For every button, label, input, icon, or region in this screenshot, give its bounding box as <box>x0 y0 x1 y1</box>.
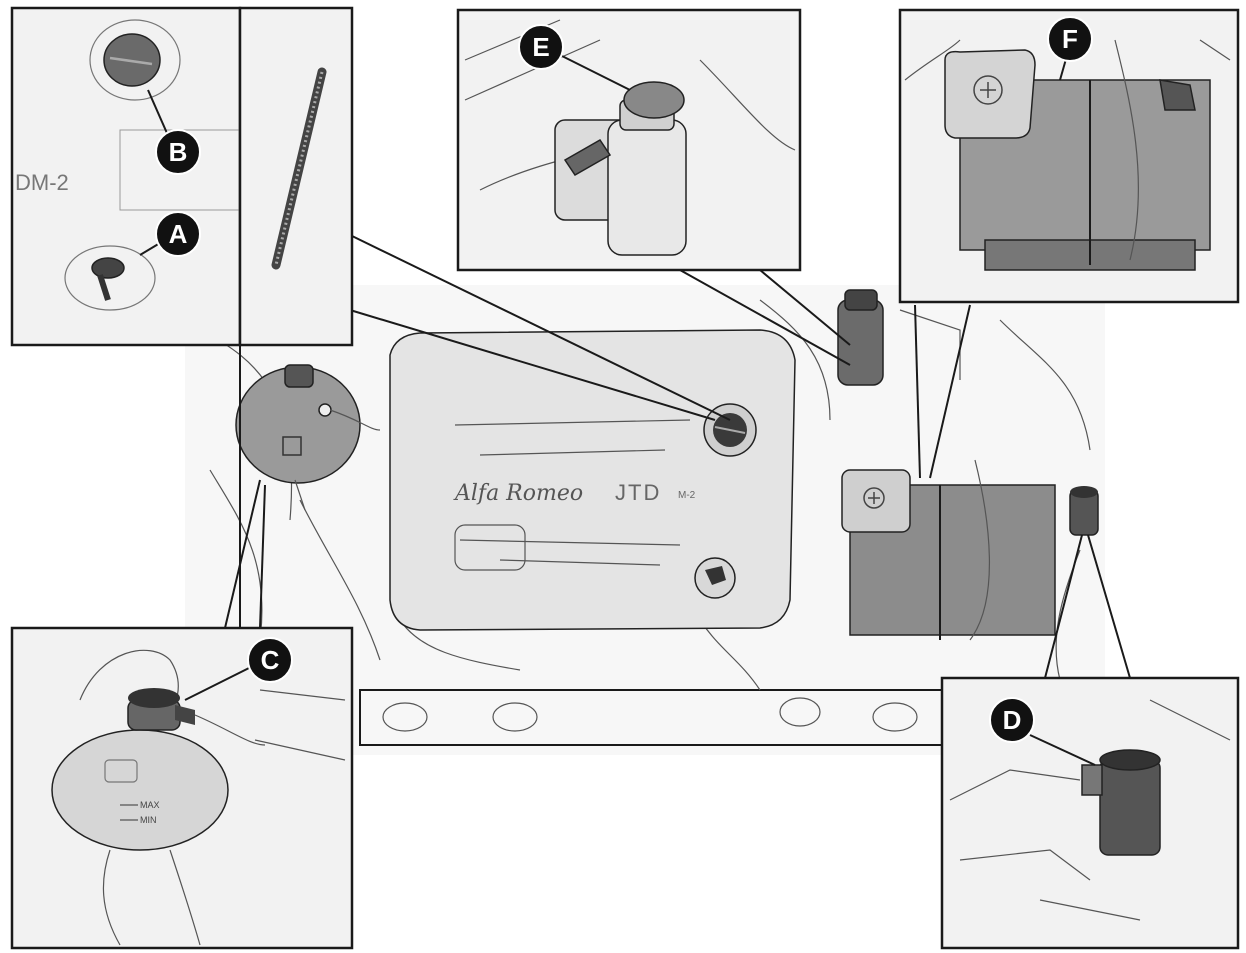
inset-engine-code: DM-2 <box>15 170 69 195</box>
washer-reservoir-closeup <box>1099 759 1161 856</box>
coolant-tank-closeup <box>51 729 229 851</box>
dipstick-handle <box>705 566 726 585</box>
coolant-tank <box>235 364 381 511</box>
battery <box>841 459 1056 641</box>
engine-brand-text: Alfa Romeo <box>453 481 583 506</box>
inset-panel-coolant: MAX MIN <box>10 626 354 950</box>
coolant-min-label: MIN <box>140 815 157 825</box>
inset-panel-oil: DM-2 <box>10 6 242 347</box>
svg-text:A: A <box>169 219 188 249</box>
washer-fluid-reservoir <box>1069 486 1099 536</box>
callout-d: D <box>989 697 1035 743</box>
washer-reservoir-cap <box>1099 749 1161 771</box>
svg-text:B: B <box>169 137 188 167</box>
dipstick-handle-closeup <box>91 257 125 279</box>
inset-panel-dipstick <box>238 6 354 347</box>
inset-panel-washer <box>940 676 1240 950</box>
coolant-max-label: MAX <box>140 800 160 810</box>
battery-positive-cover <box>841 469 911 533</box>
callout-a: A <box>155 211 201 257</box>
engine-code-text: JTD <box>615 480 661 505</box>
callout-c: C <box>247 637 293 683</box>
inset-panel-brake <box>456 8 802 272</box>
brake-reservoir-closeup <box>607 119 687 256</box>
callout-f: F <box>1047 16 1093 62</box>
svg-text:D: D <box>1003 705 1022 735</box>
engine-code-suffix: M-2 <box>678 490 696 501</box>
engine-cover: Alfa Romeo JTD M-2 <box>389 329 796 631</box>
svg-text:C: C <box>261 645 280 675</box>
brake-reservoir-cap <box>623 81 685 119</box>
svg-text:F: F <box>1062 24 1078 54</box>
battery-positive-cover-closeup <box>944 49 1036 139</box>
brake-fluid-reservoir <box>837 289 884 386</box>
callout-e: E <box>518 24 564 70</box>
callout-b: B <box>155 129 201 175</box>
svg-text:E: E <box>532 32 549 62</box>
leader-lines <box>224 234 1131 679</box>
